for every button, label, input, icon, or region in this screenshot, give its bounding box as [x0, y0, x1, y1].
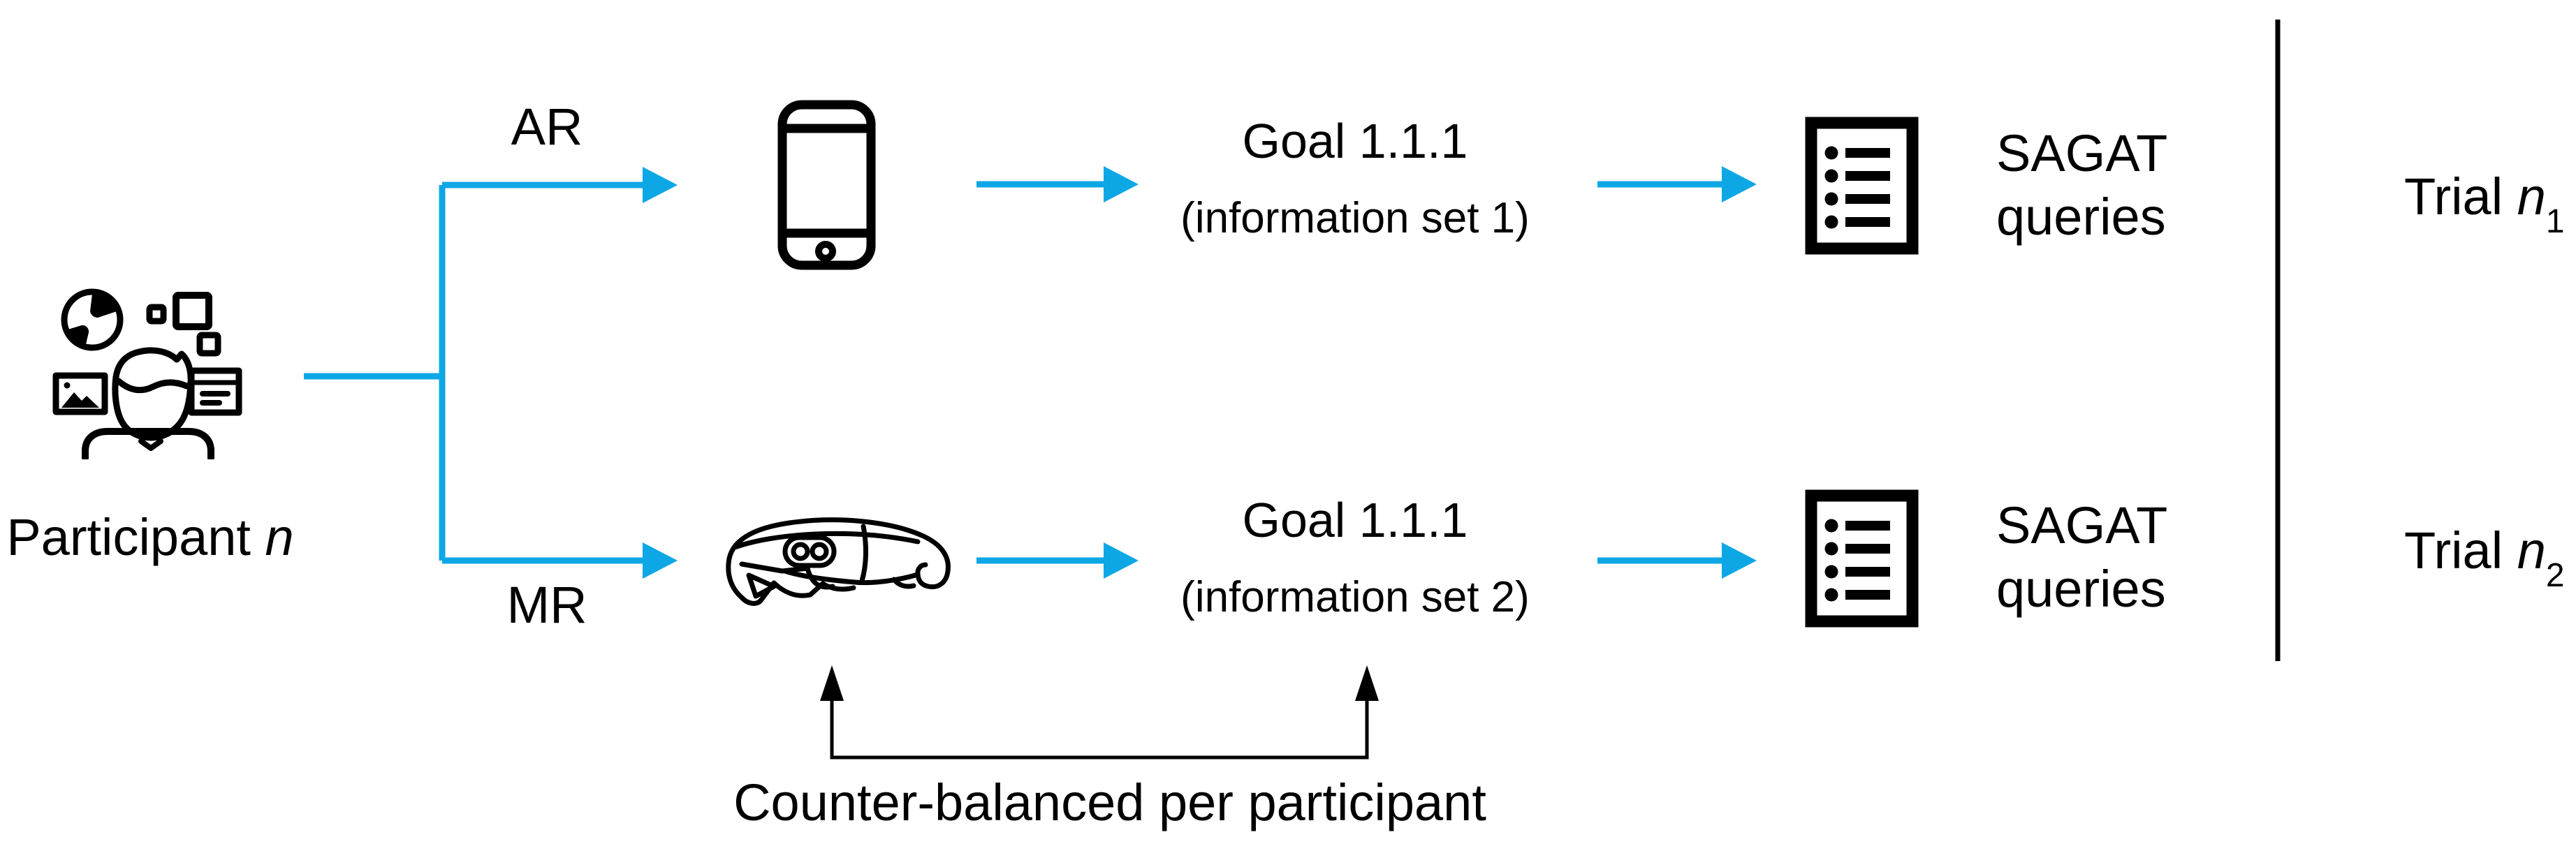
arrowhead-goal-to-sagat-top: [1722, 166, 1757, 202]
tiny-square-icon: [196, 332, 221, 357]
large-square-icon: [173, 292, 212, 330]
goal-top: Goal 1.1.1 (information set 1): [1180, 117, 1530, 240]
arrowhead-headset-to-goal: [1104, 542, 1139, 579]
sagat-top-line1: SAGAT: [1996, 124, 2168, 182]
small-square-icon: [146, 304, 167, 325]
branch-label-ar: AR: [511, 98, 583, 156]
trial-label-top: Trial n1: [2404, 168, 2565, 239]
flow-arrowheads: [643, 166, 1757, 579]
arrowhead-phone-to-goal: [1104, 166, 1139, 202]
goal-top-title: Goal 1.1.1: [1242, 114, 1468, 168]
trial-top-n: n: [2517, 168, 2546, 225]
sagat-bottom-line2: queries: [1996, 560, 2166, 618]
trial-top-prefix: Trial: [2404, 168, 2517, 225]
hololens-headset-icon: [726, 517, 951, 606]
arrowhead-ar-branch: [643, 167, 678, 203]
home-button: [815, 241, 836, 262]
goal-bottom-subtitle: (information set 2): [1180, 573, 1530, 621]
up-arrowhead-right: [1355, 665, 1379, 701]
checklist-icon: [1805, 489, 1919, 628]
trial-label-bottom: Trial n2: [2404, 525, 2565, 593]
trial-top-subscript: 1: [2545, 203, 2565, 240]
up-arrowhead-left: [820, 665, 844, 701]
goal-bottom: Goal 1.1.1 (information set 2): [1180, 496, 1530, 619]
goal-top-subtitle: (information set 1): [1180, 194, 1530, 242]
trial-bottom-n: n: [2517, 521, 2546, 579]
checklist-icon: [1805, 117, 1919, 255]
goal-bottom-title: Goal 1.1.1: [1242, 493, 1468, 547]
sagat-label-bottom: SAGAT queries: [1996, 500, 2167, 615]
participant-label-prefix: Participant: [6, 508, 265, 566]
person-icon: [82, 347, 214, 459]
participant-media-icon: [52, 288, 242, 459]
arrowhead-mr-branch: [643, 542, 678, 579]
branch-lines: [304, 181, 1723, 564]
counterbalance-label: Counter-balanced per participant: [733, 773, 1486, 831]
counterbalance-bracket: [830, 699, 1369, 760]
participant-n: n: [265, 508, 294, 566]
trial-bottom-prefix: Trial: [2404, 521, 2517, 579]
sagat-label-top: SAGAT queries: [1996, 128, 2167, 243]
arrowhead-goal-to-sagat-bottom: [1722, 542, 1757, 579]
branch-label-mr: MR: [506, 576, 587, 634]
participant-label: Participant n: [6, 512, 293, 563]
sagat-bottom-line1: SAGAT: [1996, 496, 2168, 554]
globe-icon: [61, 288, 124, 351]
trial-bottom-subscript: 2: [2545, 557, 2565, 594]
sagat-top-line2: queries: [1996, 188, 2166, 246]
smartphone-icon: [777, 100, 876, 270]
picture-icon: [52, 372, 108, 415]
